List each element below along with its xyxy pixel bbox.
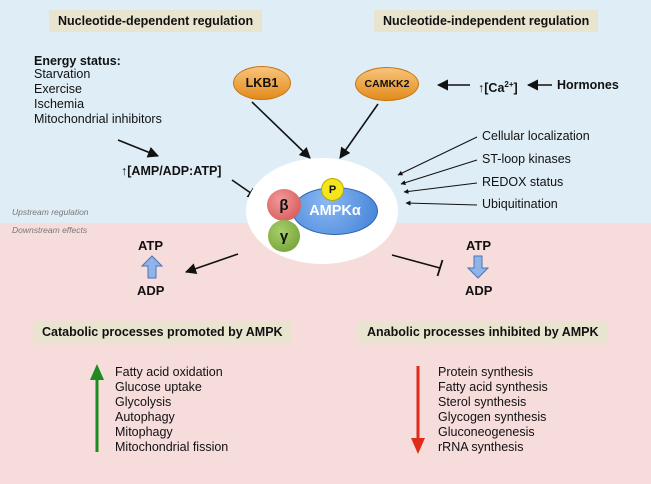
arrow-camkk2-to-ampk [339, 103, 379, 159]
camkk2-node: CAMKK2 [355, 67, 419, 101]
energy-status-item: Exercise [34, 82, 82, 96]
inhibition-line [391, 254, 441, 269]
regulator-item: REDOX status [482, 175, 564, 189]
right-adp-label: ADP [465, 283, 493, 298]
catabolic-item: Glycolysis [115, 395, 172, 409]
left-adp-label: ADP [137, 283, 165, 298]
catabolic-item: Glucose uptake [115, 380, 202, 394]
catabolic-item: Mitophagy [115, 425, 173, 439]
up-arrow-glyph: ↑ [121, 164, 128, 178]
anabolic-item: Fatty acid synthesis [438, 380, 548, 394]
arrow-ampk-to-catabolic [184, 253, 239, 274]
ampk-beta-subunit: β [267, 189, 301, 221]
catabolic-item: Mitochondrial fission [115, 440, 229, 454]
hormones-label: Hormones [557, 78, 619, 92]
downstream-label: Downstream effects [12, 225, 88, 235]
catabolic-up-arrow-head [90, 364, 104, 380]
arrow-energy-to-amp [117, 139, 160, 158]
energy-status-title: Energy status: [34, 54, 121, 68]
anabolic-item: Gluconeogenesis [438, 425, 535, 439]
arrow-ubiquitination [405, 200, 478, 206]
right-atp-label: ATP [466, 238, 492, 253]
ampk-gamma-subunit: γ [268, 220, 300, 252]
anabolic-down-arrow-head [411, 438, 425, 454]
arrow-lkb1-to-ampk [251, 101, 311, 159]
amp-ratio-label: ↑[AMP/ADP:ATP] [121, 164, 222, 178]
header-anabolic: Anabolic processes inhibited by AMPK [358, 321, 608, 343]
left-atp-label: ATP [138, 238, 164, 253]
catabolic-item: Fatty acid oxidation [115, 365, 223, 379]
atp-down-arrow [466, 255, 490, 279]
regulator-item: ST-loop kinases [482, 152, 571, 166]
inhibition-bar [436, 259, 444, 277]
arrow-st-loop [400, 159, 478, 186]
header-nucleotide-independent: Nucleotide-independent regulation [374, 10, 599, 32]
energy-status-item: Starvation [34, 67, 91, 81]
phosphate-badge: P [321, 178, 344, 201]
anabolic-item: Glycogen synthesis [438, 410, 547, 424]
header-catabolic: Catabolic processes promoted by AMPK [33, 321, 292, 343]
lkb1-node: LKB1 [233, 66, 291, 100]
anabolic-item: Sterol synthesis [438, 395, 527, 409]
header-nucleotide-dependent: Nucleotide-dependent regulation [49, 10, 263, 32]
catabolic-item: Autophagy [115, 410, 175, 424]
downstream-panel [0, 223, 651, 484]
calcium-label: ↑[Ca2+] [478, 80, 518, 96]
anabolic-item: rRNA synthesis [438, 440, 524, 454]
arrow-localization [397, 136, 478, 176]
anabolic-item: Protein synthesis [438, 365, 534, 379]
arrow-redox [403, 182, 478, 194]
energy-status-item: Mitochondrial inhibitors [34, 112, 162, 126]
regulator-item: Ubiquitination [482, 197, 558, 211]
regulator-item: Cellular localization [482, 129, 590, 143]
energy-status-item: Ischemia [34, 97, 85, 111]
upstream-label: Upstream regulation [12, 207, 89, 217]
atp-up-arrow [140, 255, 164, 279]
